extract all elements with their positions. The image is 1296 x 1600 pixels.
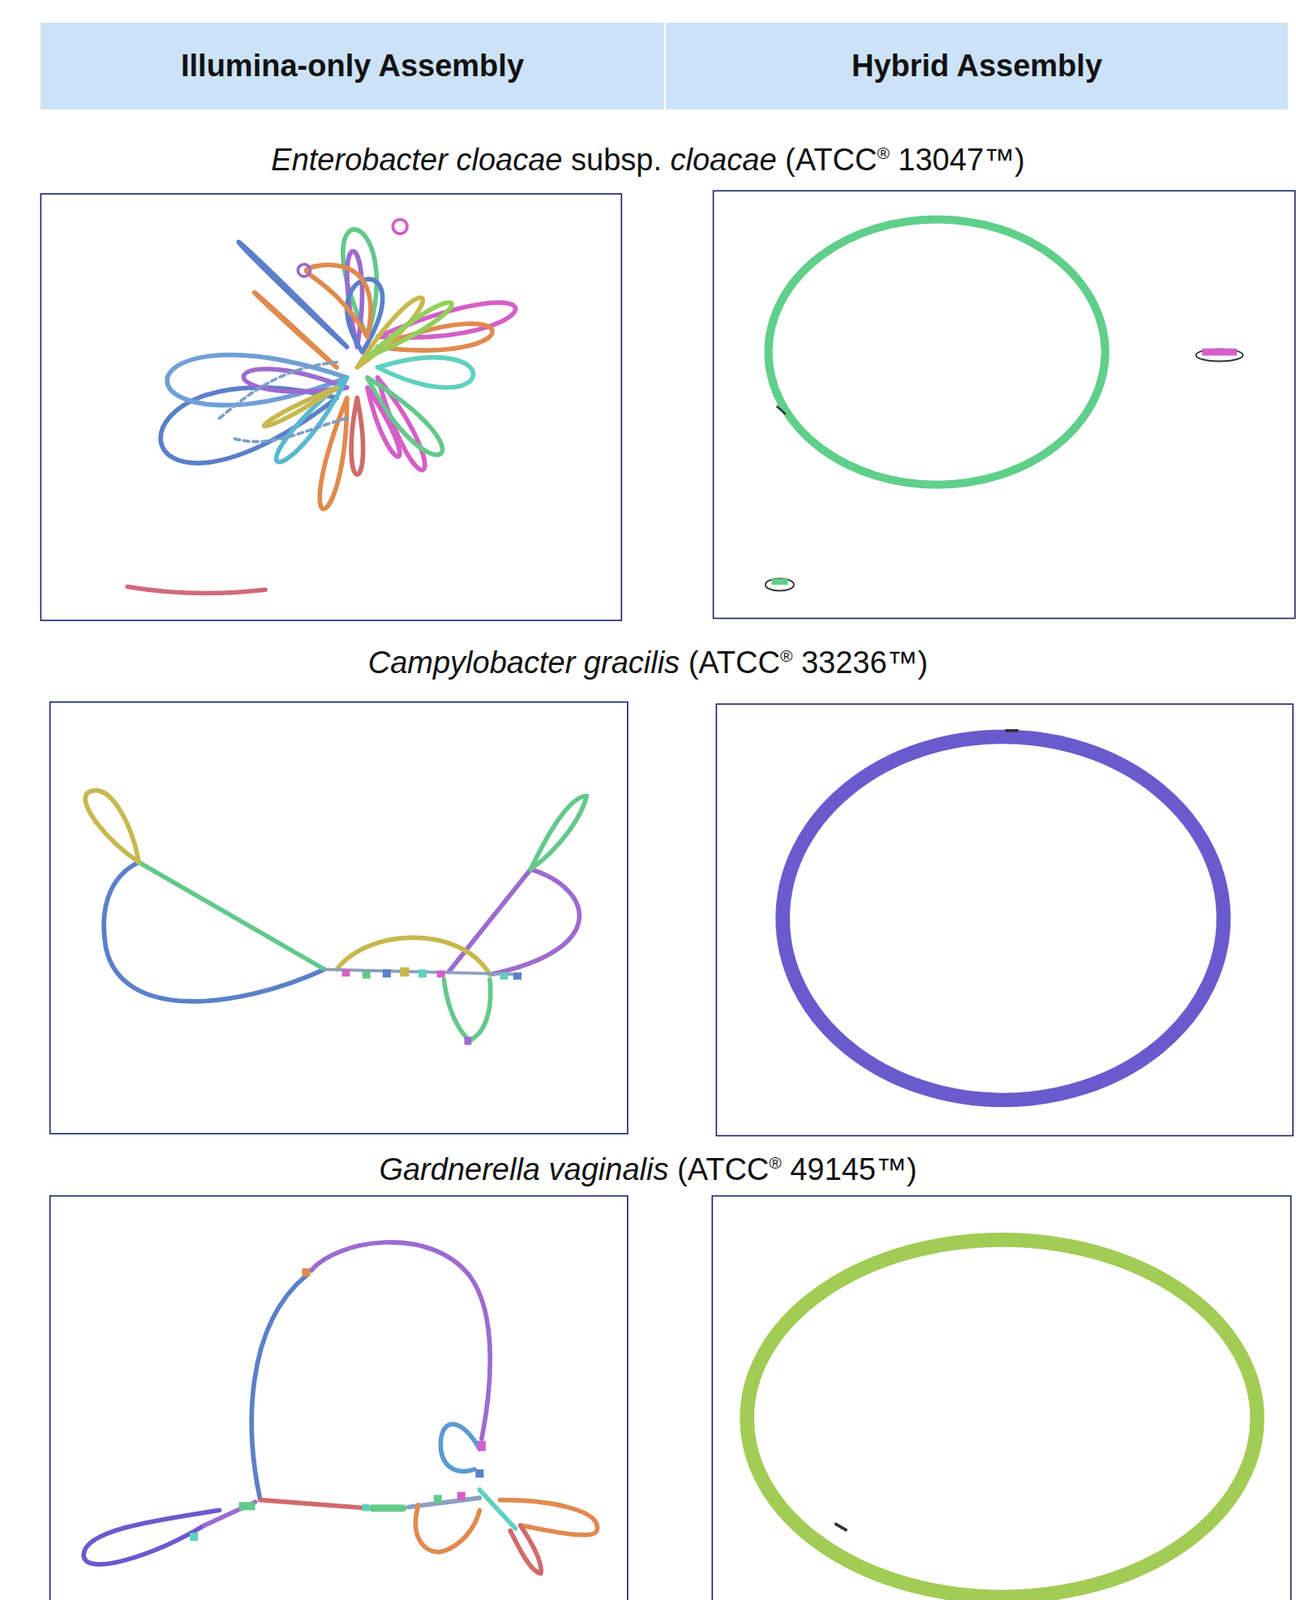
graph-edge <box>377 357 474 388</box>
graph-node <box>457 1492 466 1501</box>
header-text: Illumina-only Assembly <box>180 48 524 84</box>
panel-frame <box>713 190 1296 618</box>
species-title: Campylobacter gracilis (ATCC® 33236™) <box>0 637 1296 682</box>
graph-node <box>418 969 427 978</box>
graph-node <box>362 1504 370 1512</box>
graph-edge <box>367 387 400 457</box>
graph-edge <box>449 869 532 972</box>
species-word: 49145™) <box>789 1152 917 1187</box>
graph-node <box>475 1469 484 1478</box>
species-word: gracilis <box>583 645 680 680</box>
graph-edge <box>254 291 338 368</box>
graph-edge <box>440 1424 480 1472</box>
graph-node <box>342 969 351 977</box>
graph-edge <box>85 790 139 863</box>
graph-node <box>500 972 509 980</box>
registered-mark: ® <box>876 143 889 163</box>
header-text: Hybrid Assembly <box>851 48 1103 84</box>
contig-gap <box>834 1523 847 1532</box>
graph-chain <box>219 362 348 443</box>
species-word: 33236™) <box>801 645 928 680</box>
header-cell: Hybrid Assembly <box>665 22 1288 110</box>
graph-edge <box>372 1504 404 1512</box>
registered-mark: ® <box>780 646 793 666</box>
graph-edge <box>311 1242 491 1439</box>
species-word: vaginalis <box>549 1152 670 1187</box>
graph-node <box>513 972 522 980</box>
graph-node <box>437 970 446 979</box>
graph-edge <box>367 377 443 455</box>
graph-node <box>362 971 371 979</box>
species-word: (ATCC® <box>688 645 794 680</box>
species-title: Gardnerella vaginalis (ATCC® 49145™) <box>0 1144 1296 1189</box>
graph-node <box>477 1441 486 1452</box>
graph-edge <box>305 265 371 338</box>
graph-node <box>238 1501 255 1511</box>
species-word: Enterobacter <box>270 142 448 177</box>
graph-edge <box>479 1489 515 1529</box>
contig-gap <box>1004 729 1018 733</box>
panel-frame <box>40 193 622 621</box>
graph-edge <box>489 869 580 975</box>
graph-edge <box>351 398 364 475</box>
species-word: (ATCC® <box>677 1152 782 1187</box>
contig-gap <box>776 406 786 415</box>
panel-frame <box>712 1196 1291 1600</box>
graph-edge <box>264 387 338 427</box>
graph-edge <box>251 1275 306 1501</box>
graph-node <box>301 1268 310 1277</box>
chromosome <box>782 736 1224 1100</box>
graph-node <box>399 967 409 977</box>
graph-edge <box>204 1501 256 1526</box>
graph-edge <box>83 1510 219 1565</box>
species-word: Campylobacter <box>368 645 576 680</box>
panel-frame <box>50 702 628 1134</box>
registered-mark: ® <box>768 1153 782 1172</box>
graph-edge <box>127 587 266 594</box>
graph-node <box>297 264 310 277</box>
species-title: Enterobacter cloacae subsp. cloacae (ATC… <box>0 134 1296 179</box>
species-word: (ATCC® <box>785 142 890 177</box>
species-word: 13047™) <box>897 142 1025 177</box>
species-word: cloacae <box>455 142 563 177</box>
graph-edge <box>443 979 490 1041</box>
graph-node <box>464 1036 473 1045</box>
graph-edge <box>530 795 587 870</box>
panel-frame <box>716 703 1293 1136</box>
plasmid <box>1201 348 1237 357</box>
panel-frame <box>50 1196 628 1600</box>
species-word: Gardnerella <box>378 1152 541 1187</box>
species-word: cloacae <box>670 142 777 177</box>
graph-node <box>433 1494 443 1503</box>
graph-edge <box>138 862 325 970</box>
header-cell: Illumina-only Assembly <box>40 22 665 110</box>
chromosome <box>746 1240 1258 1597</box>
graph-edge <box>103 862 325 1002</box>
graph-edge <box>416 1505 481 1553</box>
plasmid <box>1196 348 1244 361</box>
graph-node <box>189 1532 198 1541</box>
graph-edge <box>238 241 348 347</box>
graph-edge <box>260 1500 368 1509</box>
graph-node <box>382 969 391 978</box>
plasmid <box>765 578 794 591</box>
plasmid <box>771 578 788 585</box>
graph-node <box>392 219 408 235</box>
species-word: subsp. <box>570 142 662 177</box>
graph-edge <box>510 1525 541 1574</box>
chromosome <box>768 219 1105 485</box>
